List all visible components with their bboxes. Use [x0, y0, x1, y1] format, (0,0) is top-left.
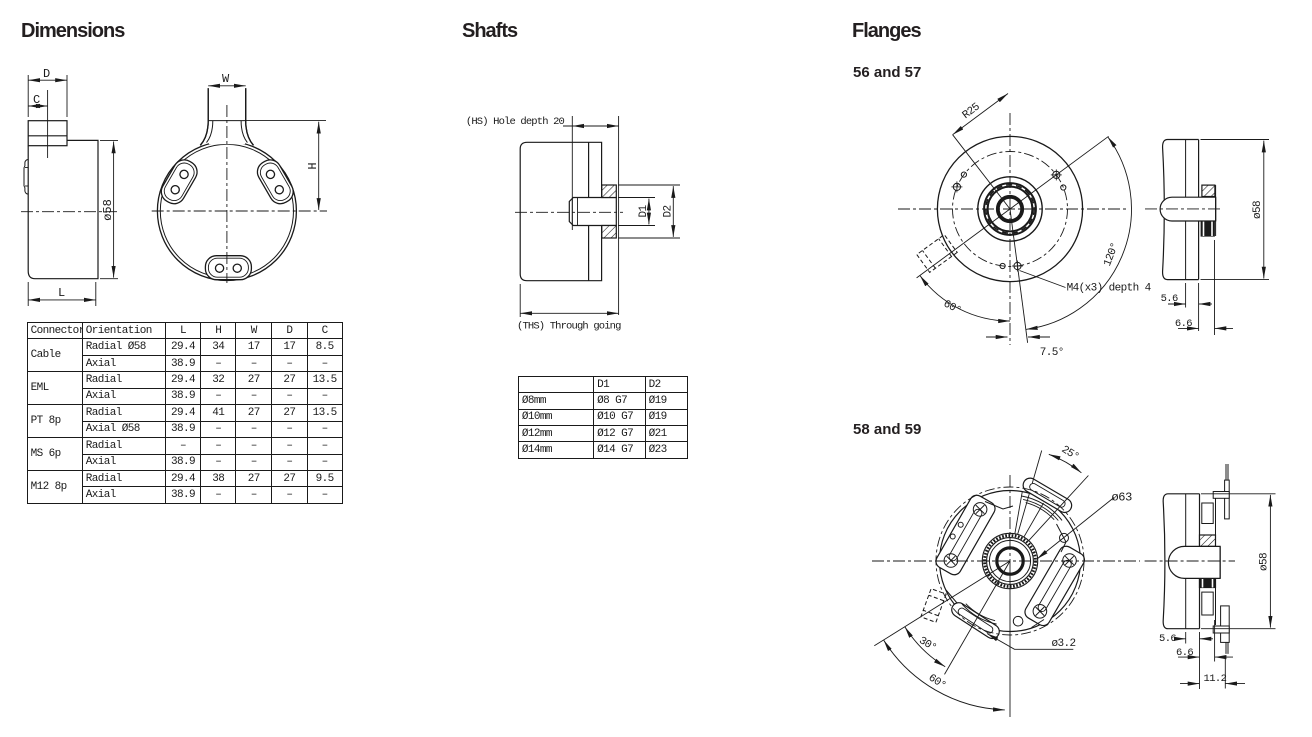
svg-text:5.6: 5.6 [1159, 633, 1176, 645]
svg-text:W: W [222, 72, 230, 86]
svg-text:11.2: 11.2 [1204, 673, 1227, 685]
svg-text:D2: D2 [663, 205, 675, 217]
svg-text:6.6: 6.6 [1175, 318, 1192, 330]
svg-text:L: L [58, 286, 65, 300]
svg-text:C: C [33, 93, 40, 107]
svg-text:6.6: 6.6 [1176, 647, 1193, 659]
svg-text:5.6: 5.6 [1161, 293, 1178, 305]
svg-text:R25: R25 [961, 101, 983, 121]
svg-text:(HS) Hole depth 20: (HS) Hole depth 20 [466, 116, 565, 128]
svg-text:ø3.2: ø3.2 [1052, 638, 1076, 650]
svg-text:D: D [43, 67, 50, 81]
svg-text:25°: 25° [1059, 444, 1081, 464]
svg-text:60°: 60° [941, 298, 963, 317]
svg-text:120°: 120° [1102, 241, 1122, 268]
svg-text:7.5°: 7.5° [1040, 347, 1064, 359]
svg-text:(THS) Through going: (THS) Through going [517, 321, 621, 333]
svg-text:D1: D1 [638, 205, 650, 218]
svg-text:ø58: ø58 [1259, 553, 1271, 571]
svg-text:30°: 30° [916, 635, 938, 655]
svg-text:ø63: ø63 [1112, 491, 1133, 505]
svg-text:60°: 60° [926, 672, 948, 692]
svg-text:ø58: ø58 [1252, 201, 1264, 219]
svg-text:H: H [306, 162, 320, 169]
svg-text:ø58: ø58 [101, 199, 115, 221]
svg-text:M4(x3) depth 4: M4(x3) depth 4 [1067, 283, 1152, 295]
